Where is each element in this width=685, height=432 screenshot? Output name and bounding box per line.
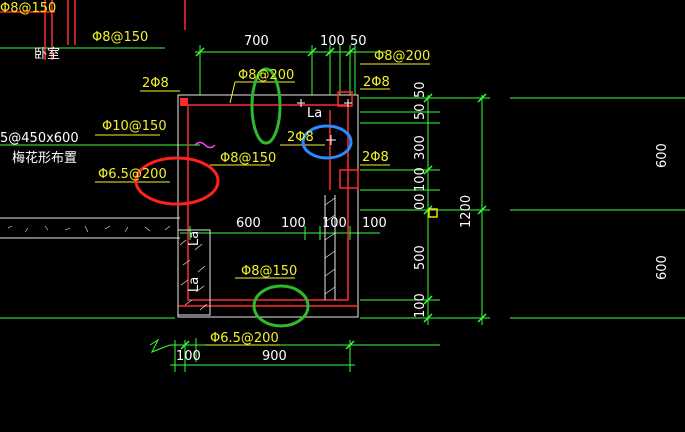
label-phi65-left: Φ6.5@200 xyxy=(98,167,167,182)
wall-outline-top-left xyxy=(0,0,76,60)
green-circle-annotation-bottom xyxy=(252,284,310,328)
label-phi200-top-right: Φ8@200 xyxy=(374,49,430,64)
dim-50-top: 50 xyxy=(350,34,367,49)
label-phi65-bottom: Φ6.5@200 xyxy=(210,331,279,346)
dim-300: 300 xyxy=(413,135,428,160)
red-circle-annotation xyxy=(134,156,220,206)
grip-handle[interactable] xyxy=(428,208,438,218)
label-room: 卧室 xyxy=(34,46,60,62)
dimension-lines xyxy=(0,45,685,372)
label-la-top: La xyxy=(307,106,322,121)
label-plum: 梅花形布置 xyxy=(12,150,77,166)
magenta-symbol xyxy=(194,141,216,149)
dim-50-b: 50 xyxy=(413,103,428,120)
label-2phi8-a: 2Φ8 xyxy=(142,76,169,91)
label-2phi8-d: 2Φ8 xyxy=(362,150,389,165)
label-phi150-mid: Φ8@150 xyxy=(220,151,276,166)
dim-100-a: 100 xyxy=(281,216,306,231)
label-phi200-top: Φ8@200 xyxy=(238,68,294,83)
dim-100-bottom: 100 xyxy=(176,349,201,364)
label-top-left: Φ8@150 xyxy=(0,1,56,16)
dim-100-v: 100 xyxy=(413,167,428,192)
green-circle-annotation-top xyxy=(250,67,282,145)
dim-600-right-b: 600 xyxy=(655,255,670,280)
label-la-left: La xyxy=(187,231,202,246)
plus-markers xyxy=(297,99,352,145)
dimension-ticks xyxy=(180,47,487,350)
dim-600: 600 xyxy=(236,216,261,231)
label-la-left-2: La xyxy=(187,277,202,292)
label-phi150-left: Φ8@150 xyxy=(92,30,148,45)
dim-50-a: 50 xyxy=(413,81,428,98)
vertical-dimension-texts: 50 50 300 100 00 500 100 1200 600 600 xyxy=(413,81,670,318)
break-line xyxy=(149,338,171,353)
dim-500: 500 xyxy=(413,245,428,270)
leader-lines xyxy=(95,63,430,346)
label-2phi8-b: 2Φ8 xyxy=(363,75,390,90)
dim-600-right-a: 600 xyxy=(655,143,670,168)
dim-1200: 1200 xyxy=(459,195,474,228)
hatched-column xyxy=(177,229,211,316)
dim-00-v: 00 xyxy=(413,193,428,210)
dim-100-top: 100 xyxy=(320,34,345,49)
blue-circle-annotation xyxy=(301,124,353,160)
label-2phi8-c: 2Φ8 xyxy=(287,130,314,145)
label-phi150-bottom: Φ8@150 xyxy=(241,264,297,279)
floor-slab xyxy=(0,217,180,239)
dim-100-c: 100 xyxy=(362,216,387,231)
hatch-right-wall xyxy=(324,197,336,295)
dim-100-b: 100 xyxy=(322,216,347,231)
label-phi10: Φ10@150 xyxy=(102,119,167,134)
dim-900: 900 xyxy=(262,349,287,364)
dim-100-v-bottom: 100 xyxy=(413,293,428,318)
dim-700: 700 xyxy=(244,34,269,49)
label-beam: 5@450x600 xyxy=(0,131,79,146)
